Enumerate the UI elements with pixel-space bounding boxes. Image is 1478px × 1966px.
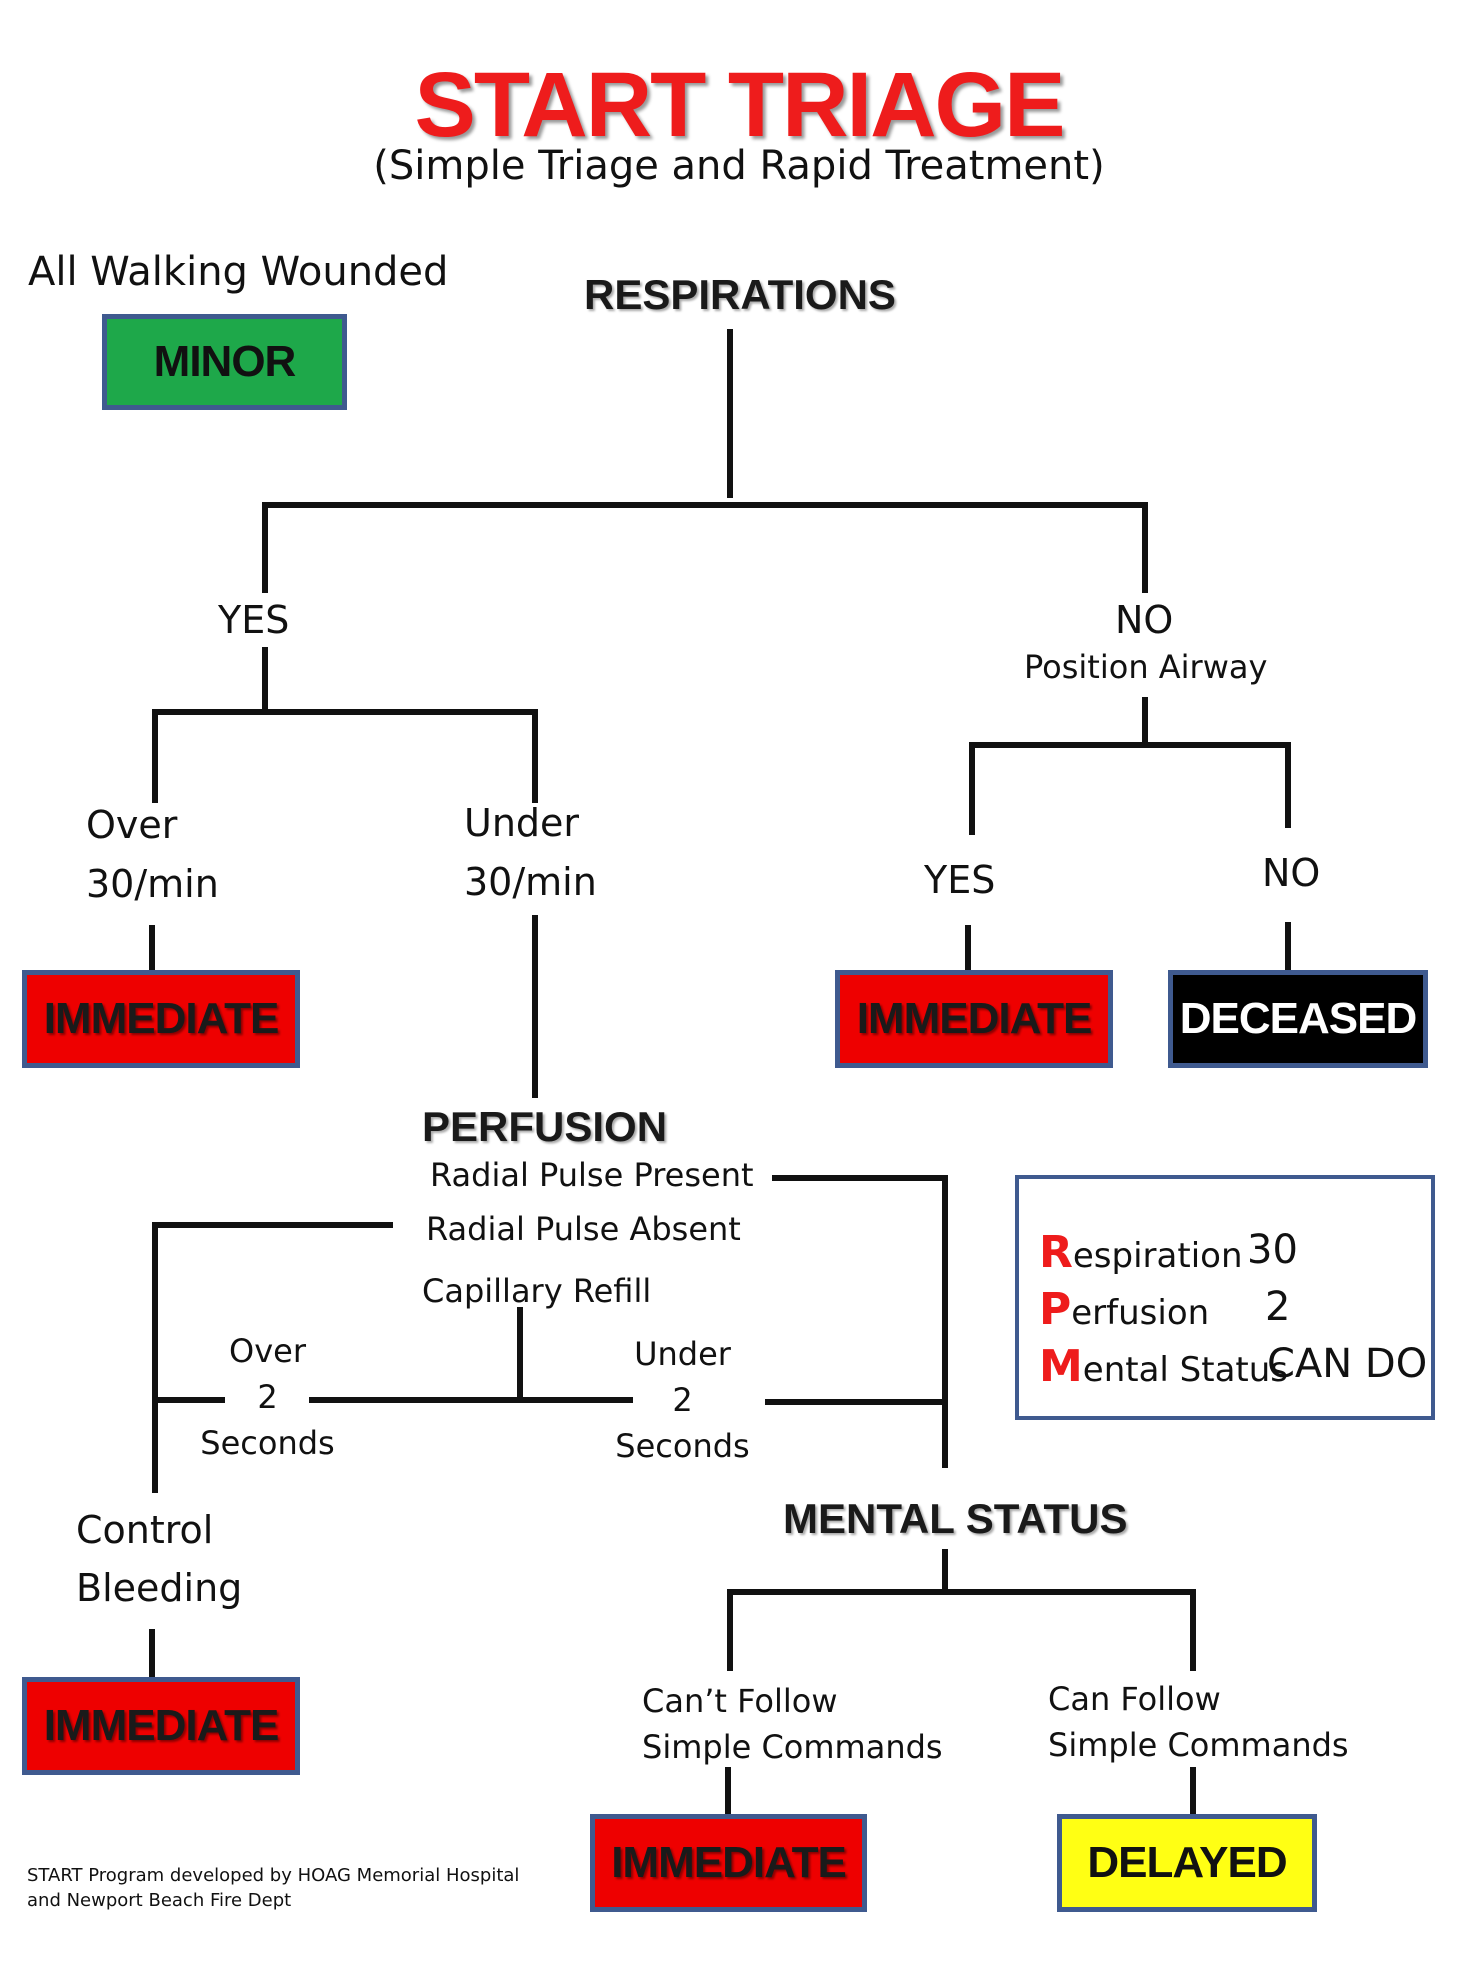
minor-box-label: MINOR: [153, 337, 297, 386]
delayed-box: DELAYED: [1057, 1814, 1317, 1912]
legend-row-respiration: Respiration: [1039, 1227, 1243, 1278]
footer-line2: and Newport Beach Fire Dept: [27, 1890, 292, 1912]
respirations-header: RESPIRATIONS: [584, 271, 896, 318]
immediate-over30-label: IMMEDIATE: [43, 994, 280, 1043]
control-bleeding-line1: Control: [76, 1508, 214, 1552]
cap-over-line2: 2: [257, 1378, 278, 1416]
over30-line1: Over: [86, 803, 178, 847]
cant-follow-line1: Can’t Follow: [642, 1682, 838, 1720]
perfusion-header: PERFUSION: [422, 1103, 668, 1150]
deceased-label: DECEASED: [1179, 994, 1417, 1043]
legend-word-perfusion: erfusion: [1071, 1293, 1210, 1333]
legend-value-respiration: 30: [1247, 1227, 1298, 1273]
cap-over-line1: Over: [229, 1332, 306, 1370]
airway-no-label: NO: [1262, 851, 1321, 895]
walking-wounded-label: All Walking Wounded: [28, 249, 449, 295]
legend-initial-r: R: [1039, 1227, 1073, 1278]
legend-row-perfusion: Perfusion: [1039, 1284, 1209, 1335]
page-subtitle: (Simple Triage and Rapid Treatment): [373, 143, 1105, 189]
position-airway-label: Position Airway: [1024, 648, 1268, 686]
delayed-label: DELAYED: [1087, 1838, 1287, 1887]
radial-absent-label: Radial Pulse Absent: [426, 1210, 741, 1248]
capillary-refill-label: Capillary Refill: [422, 1272, 652, 1310]
rpm-legend-box: Respiration 30 Perfusion 2 Mental Status…: [1015, 1175, 1435, 1420]
under30-line1: Under: [464, 801, 580, 845]
mental-status-header: MENTAL STATUS: [783, 1495, 1128, 1542]
resp-no-label: NO: [1115, 598, 1174, 642]
legend-value-perfusion: 2: [1265, 1284, 1291, 1330]
legend-word-mental-status: ental Status: [1082, 1350, 1289, 1390]
minor-box: MINOR: [102, 314, 347, 410]
legend-initial-p: P: [1039, 1284, 1072, 1335]
immediate-mental-label: IMMEDIATE: [611, 1838, 847, 1887]
immediate-bleeding-label: IMMEDIATE: [43, 1701, 280, 1750]
control-bleeding-line2: Bleeding: [76, 1566, 243, 1610]
cap-over-line3: Seconds: [200, 1424, 335, 1462]
cant-follow-line2: Simple Commands: [642, 1728, 943, 1766]
footer-credit: START Program developed by HOAG Memorial…: [27, 1863, 519, 1913]
can-follow-line1: Can Follow: [1048, 1680, 1221, 1718]
legend-word-respiration: espiration: [1072, 1236, 1243, 1276]
cap-under-line3: Seconds: [615, 1427, 750, 1465]
under30-line2: 30/min: [464, 860, 597, 904]
over30-line2: 30/min: [86, 862, 219, 906]
cap-under-line2: 2: [672, 1381, 693, 1419]
immediate-over30-box: IMMEDIATE: [22, 970, 300, 1068]
immediate-mental-box: IMMEDIATE: [590, 1814, 867, 1912]
legend-row-mental-status: Mental Status: [1039, 1341, 1288, 1392]
cap-under-line1: Under: [634, 1335, 731, 1373]
can-follow-line2: Simple Commands: [1048, 1726, 1349, 1764]
resp-yes-label: YES: [218, 598, 290, 642]
page-title: START TRIAGE: [414, 54, 1066, 156]
legend-initial-m: M: [1039, 1341, 1083, 1392]
immediate-airway-box: IMMEDIATE: [835, 970, 1113, 1068]
radial-present-label: Radial Pulse Present: [430, 1156, 754, 1194]
legend-value-mental-status: CAN DO: [1267, 1341, 1428, 1387]
deceased-box: DECEASED: [1168, 970, 1428, 1068]
immediate-bleeding-box: IMMEDIATE: [22, 1677, 300, 1775]
immediate-airway-label: IMMEDIATE: [856, 994, 1093, 1043]
footer-line1: START Program developed by HOAG Memorial…: [27, 1865, 520, 1886]
airway-yes-label: YES: [924, 858, 996, 902]
